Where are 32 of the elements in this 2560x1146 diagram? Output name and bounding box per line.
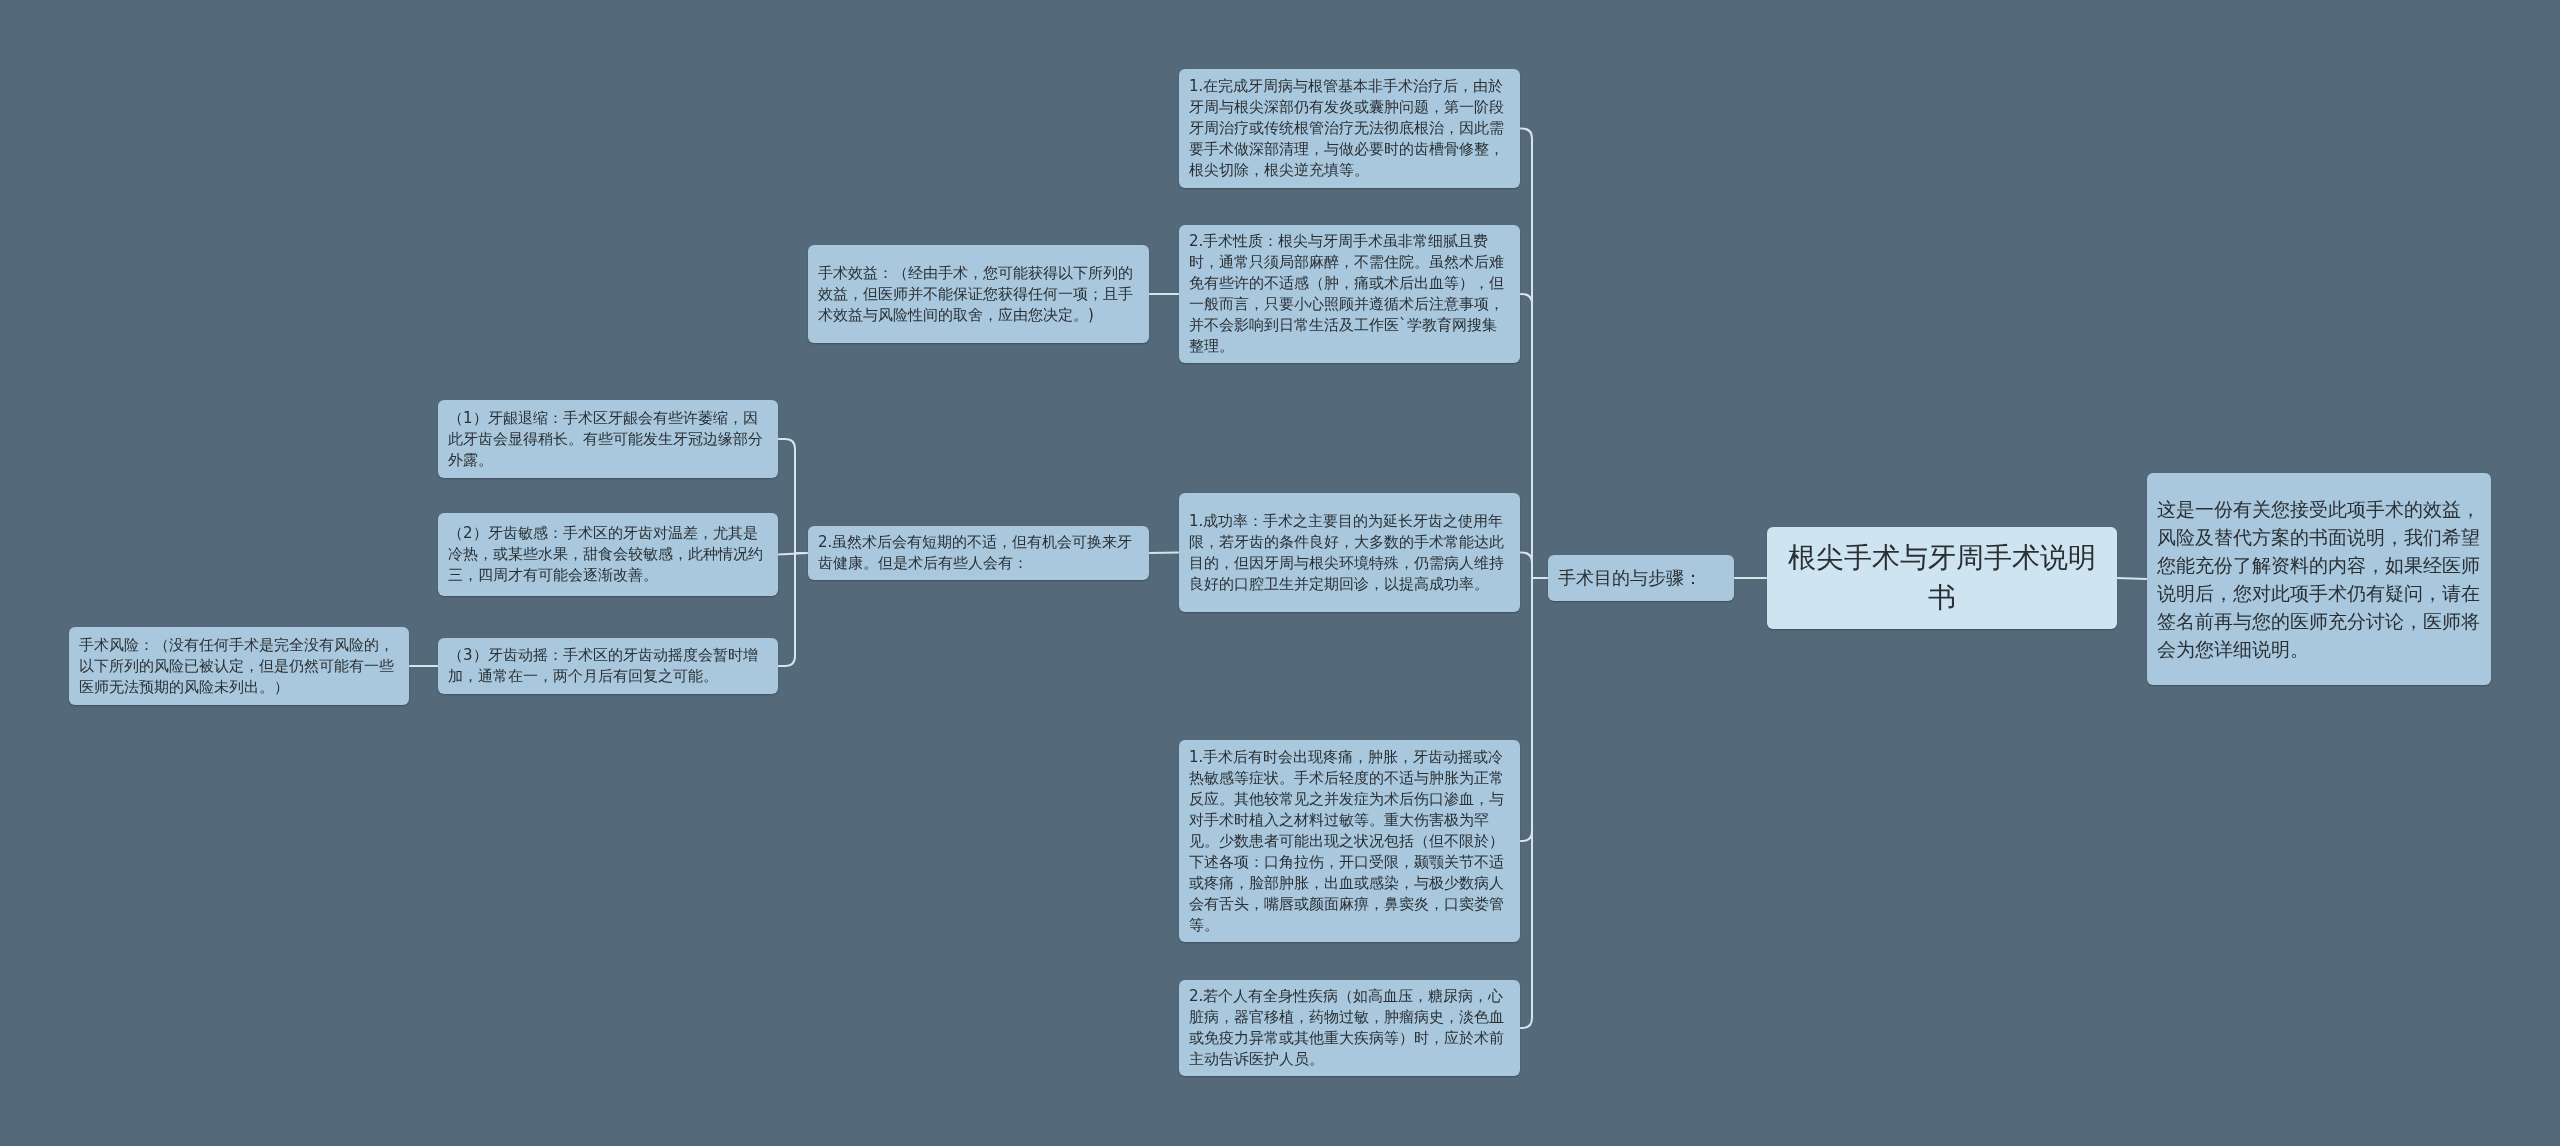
node-text: 手术风险：（没有任何手术是完全没有风险的，以下所列的风险已被认定，但是仍然可能有一些医师无法预期的风险未列出。） (79, 634, 395, 698)
text-card (438, 513, 778, 596)
connector-line (1733, 577, 1768, 579)
connector-line (1148, 293, 1180, 295)
node-text: 手术目的与步骤： (1558, 566, 1702, 590)
node-text: （3）牙齿动摇：手术区的牙齿动摇度会暂时增加，通常在一，两个月后有回复之可能。 (448, 645, 759, 687)
node-text: 1.在完成牙周病与根管基本非手术治疗后，由於牙周与根尖深部仍有发炎或囊肿问题，第一阶段牙周治疗或传统根管治疗无法彻底根治，因此需要手术做深部清理，与做必要时的齿槽骨修整，根尖切除，根尖逆充填等。 (1189, 76, 1505, 181)
text-card (438, 638, 778, 694)
description-card (2147, 473, 2491, 685)
node-text: 2.若个人有全身性疾病（如高血压，糖尿病，心脏病，器官移植，药物过敏，肿瘤病史，淡色血或免疫力异常或其他重大疾病等）时，应於术前主动告诉医护人员。 (1189, 986, 1505, 1070)
node-text: 2.手术性质：根尖与牙周手术虽非常细腻且费时，通常只须局部麻醉，不需住院。虽然术后难免有些许的不适感（肿，痛或术后出血等），但一般而言，只要小心照顾并遵循术后注意事项，并不会影响到日常生活及工作医`学教育网搜集整理。 (1189, 231, 1505, 357)
node-text: 1.成功率：手术之主要目的为延长牙齿之使用年限，若牙齿的条件良好，大多数的手术常能达此目的，但因牙周与根尖环境特殊，仍需病人维持良好的口腔卫生并定期回诊，以提高成功率。 (1189, 510, 1505, 595)
text-card (69, 627, 409, 705)
node-text: 这是一份有关您接受此项手术的效益，风险及替代方案的书面说明，我们希望您能充份了解资料的内容，如果经医师说明后，您对此项手术仍有疑问，请在签名前再与您的医师充分讨论，医师将会为您详细说明。 (2157, 497, 2481, 662)
text-card (1179, 69, 1520, 188)
connector-line (1148, 551, 1180, 554)
text-card (438, 400, 778, 478)
central-topic (1767, 527, 2117, 629)
node-text: 手术效益：（经由手术，您可能获得以下所列的效益，但医师并不能保证您获得任何一项；且手术效益与风险性间的取舍，应由您决定。) (818, 262, 1134, 326)
topic-box (1548, 555, 1734, 601)
node-text: 根尖手术与牙周手术说明书 (1787, 540, 2097, 616)
text-card (1179, 225, 1520, 363)
text-card (808, 526, 1149, 580)
text-card (808, 245, 1149, 343)
connector-line (408, 665, 439, 667)
node-text: 2.虽然术后会有短期的不适，但有机会可换来牙齿健康。但是术后有些人会有： (818, 532, 1134, 574)
text-card (1179, 493, 1520, 612)
connector-line (2116, 577, 2148, 580)
node-text: （2）牙齿敏感：手术区的牙齿对温差，尤其是冷热，或某些水果，甜食会较敏感，此种情况约三，四周才有可能会逐渐改善。 (448, 523, 764, 586)
text-card (1179, 980, 1520, 1076)
node-text: （1）牙龈退缩：手术区牙龈会有些许萎缩，因此牙齿会显得稍长。有些可能发生牙冠边缘部分外露。 (448, 407, 764, 471)
node-text: 1.手术后有时会出现疼痛，肿胀，牙齿动摇或冷热敏感等症状。手术后轻度的不适与肿胀为正常反应。其他较常见之并发症为术后伤口渗血，与对手术时植入之材料过敏等。重大伤害极为罕见。少数患者可能出现之状况包括（但不限於）下述各项：口角拉伤，开口受限，颞颚关节不适或疼痛，脸部肿胀，出血或感染，与极少数病人会有舌头，嘴唇或颜面麻痹，鼻窦炎，口窦娄管等。 (1189, 746, 1505, 936)
